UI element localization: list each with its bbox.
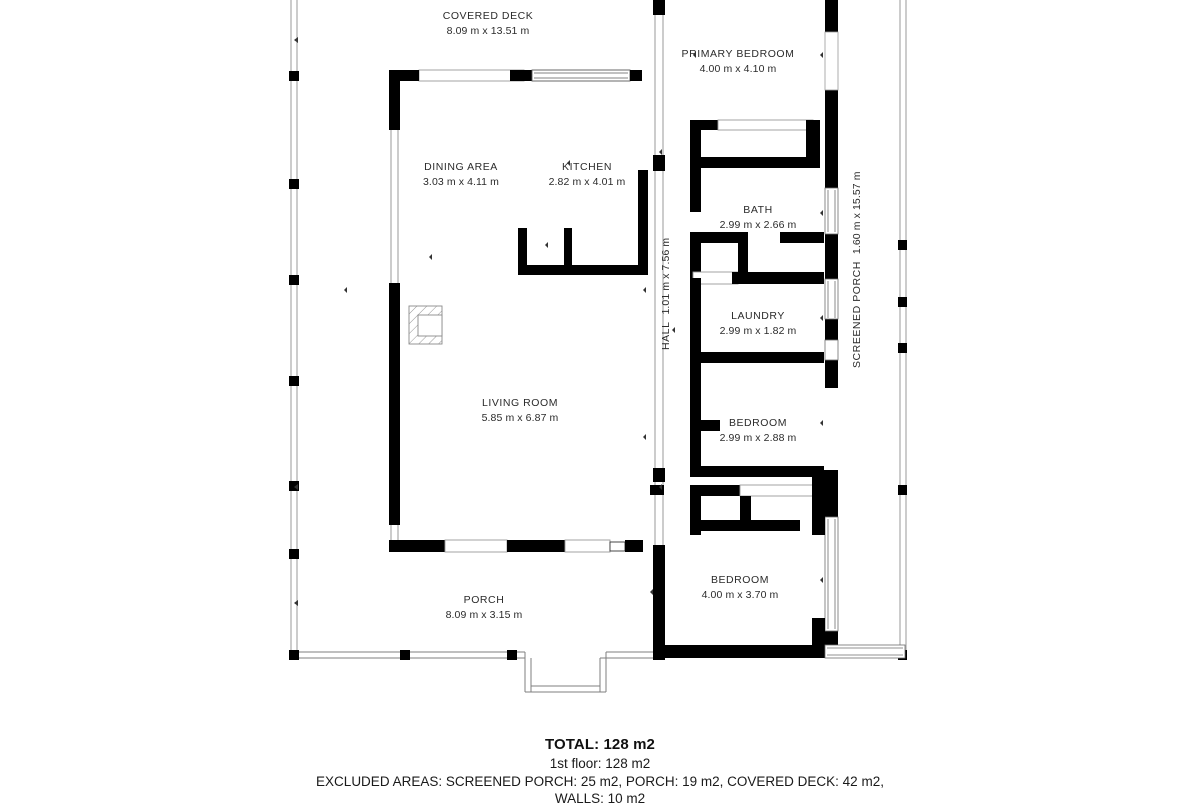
room-dims: 1.60 m x 15.57 m xyxy=(851,171,863,255)
screened-porch-railing-right xyxy=(898,0,907,660)
dimension-arrow-markers xyxy=(294,37,823,606)
room-label-screened-porch: SCREENED PORCH 1.60 m x 15.57 m xyxy=(851,171,863,368)
bedroom-mid-walls xyxy=(690,363,824,477)
porch-railing-bottom xyxy=(289,650,660,693)
bath-walls xyxy=(690,232,824,285)
room-name: SCREENED PORCH xyxy=(851,261,863,368)
kitchen-interior-walls xyxy=(518,170,648,275)
room-name: HALL xyxy=(660,321,672,350)
summary-excluded-areas: EXCLUDED AREAS: SCREENED PORCH: 25 m2, P… xyxy=(316,773,884,789)
bedroom-south-walls xyxy=(650,470,906,659)
room-label-hall: HALL 1.01 m x 7.56 m xyxy=(660,238,672,350)
deck-railing-left xyxy=(289,0,299,660)
summary-floor-area: 1st floor: 128 m2 xyxy=(549,755,651,771)
living-dining-outer-walls xyxy=(389,69,643,553)
area-summary: TOTAL: 128 m2 1st floor: 128 m2 EXCLUDED… xyxy=(0,736,1200,808)
room-dims: 1.01 m x 7.56 m xyxy=(660,237,672,315)
fireplace-hatch xyxy=(408,305,443,345)
summary-walls: WALLS: 10 m2 xyxy=(554,791,646,807)
summary-total: TOTAL: 128 m2 xyxy=(545,736,655,753)
hall-vertical-walls xyxy=(653,0,665,660)
exterior-walls-main-house xyxy=(824,0,839,658)
laundry-walls xyxy=(690,283,824,363)
primary-bedroom-walls xyxy=(690,119,820,212)
